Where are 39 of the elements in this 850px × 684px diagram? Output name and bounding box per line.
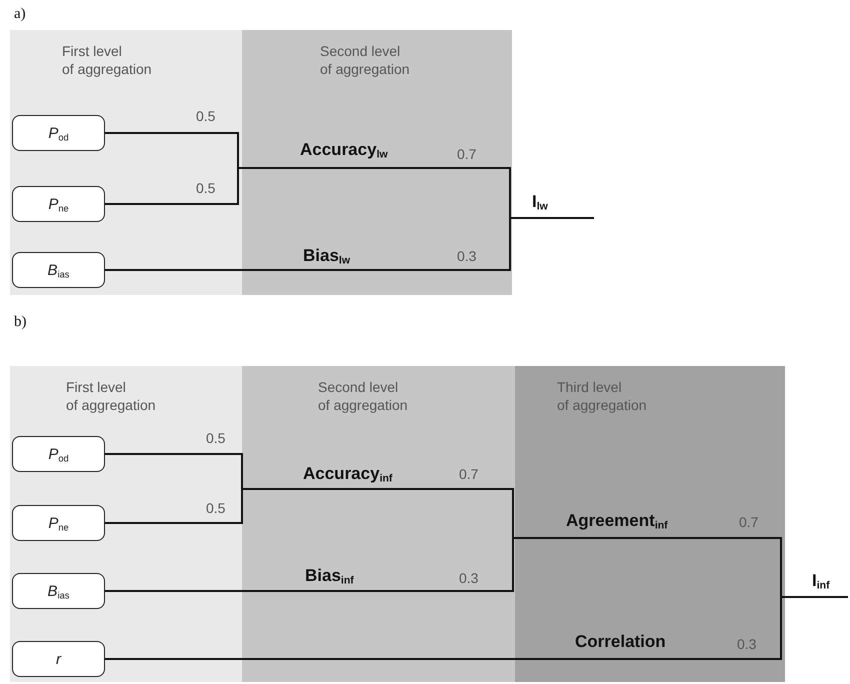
- indicator-box: [12, 436, 105, 472]
- weight-value: 0.3: [459, 570, 478, 586]
- indicator-label: P$_{od}$: [48, 124, 69, 142]
- index-label: I$_{lw}$: [532, 192, 548, 211]
- indicator-label: P$_{ne}$: [48, 514, 69, 532]
- indicator-box: [12, 252, 105, 288]
- level-heading: First level of aggregation: [66, 378, 157, 414]
- component-label: Agreement$_{inf}$: [566, 511, 668, 531]
- indicator-label: r: [56, 650, 61, 668]
- panel-label: a): [14, 6, 26, 23]
- level-heading: Second level of aggregation: [320, 42, 411, 78]
- component-label: Correlation: [575, 632, 666, 652]
- weight-value: 0.5: [206, 430, 226, 446]
- weight-value: 0.7: [739, 514, 758, 530]
- weight-value: 0.7: [459, 466, 478, 482]
- indicator-box: [12, 186, 105, 222]
- weight-value: 0.5: [196, 108, 216, 124]
- level-heading: Second level of aggregation: [318, 378, 409, 414]
- panel-label: b): [14, 314, 26, 331]
- component-label: Bias$_{inf}$: [305, 566, 354, 586]
- level-heading: First level of aggregation: [62, 42, 153, 78]
- indicator-label: P$_{ne}$: [48, 196, 69, 212]
- component-label: Accuracy$_{inf}$: [303, 464, 392, 484]
- indicator-label: B$_{ias}$: [48, 262, 70, 278]
- indicator-box: [12, 641, 105, 677]
- weight-value: 0.5: [196, 180, 216, 196]
- indicator-box: [12, 505, 105, 541]
- indicator-box: [12, 115, 105, 151]
- weight-value: 0.7: [457, 146, 476, 162]
- weight-value: 0.3: [457, 248, 476, 264]
- level-heading: Third level of aggregation: [557, 378, 648, 414]
- component-label: Bias$_{lw}$: [303, 246, 350, 266]
- weight-value: 0.5: [206, 500, 226, 516]
- indicator-label: B$_{ias}$: [48, 582, 70, 600]
- index-label: I$_{inf}$: [812, 571, 830, 590]
- weight-value: 0.3: [737, 636, 756, 652]
- component-label: Accuracy$_{lw}$: [300, 140, 388, 160]
- indicator-box: [12, 573, 105, 609]
- indicator-label: P$_{od}$: [48, 446, 69, 462]
